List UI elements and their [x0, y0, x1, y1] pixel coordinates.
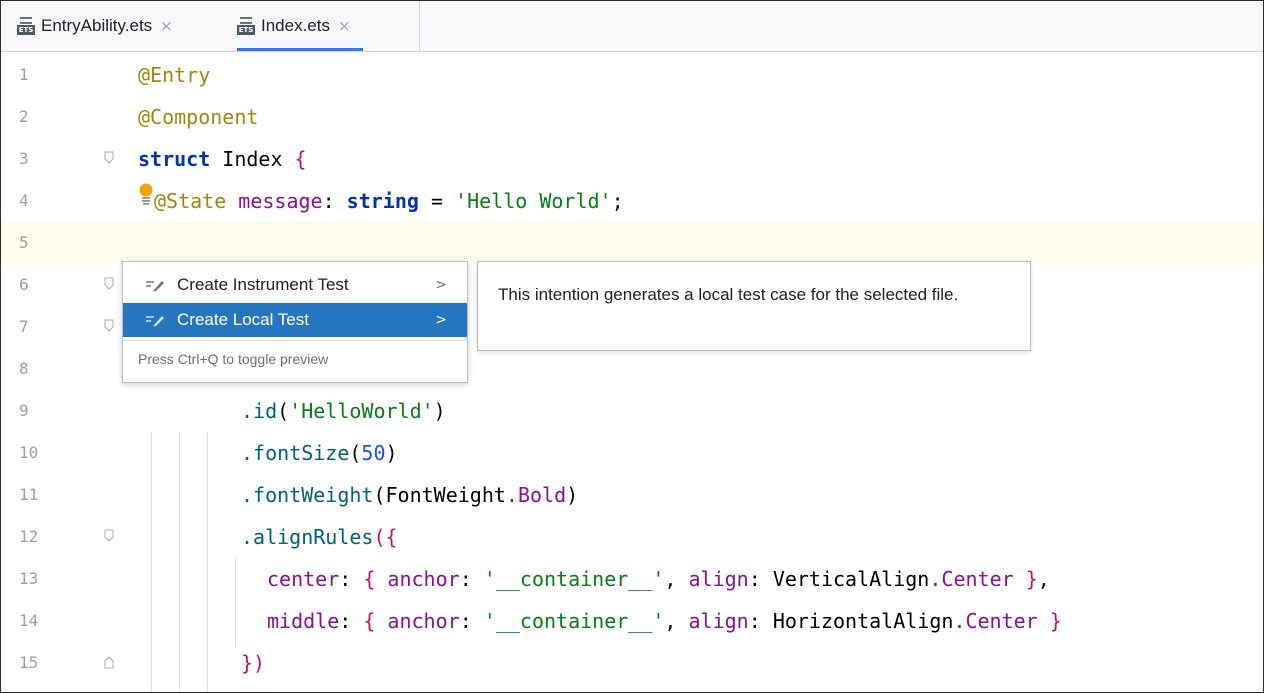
code-line: 13 center: { anchor: '__container__', al… [1, 558, 1263, 600]
close-icon[interactable]: × [338, 17, 351, 35]
line-number: 13 [19, 569, 39, 588]
line-number: 4 [19, 191, 29, 210]
menu-item-label: Create Instrument Test [177, 275, 349, 294]
popup-hint: Press Ctrl+Q to toggle preview [138, 351, 329, 367]
line-number: 14 [19, 611, 39, 630]
close-icon[interactable]: × [160, 17, 173, 35]
tab-label: EntryAbility.ets [41, 16, 153, 35]
line-code: .fontWeight(FontWeight.Bold) [241, 483, 579, 507]
line-code: @Entry [138, 63, 211, 87]
menu-item-create-instrument-test[interactable]: Create Instrument Test > [123, 268, 467, 302]
code-line: 14 middle: { anchor: '__container__', al… [1, 600, 1263, 642]
menu-item-label: Create Local Test [177, 310, 309, 329]
fold-open-icon[interactable] [104, 277, 114, 291]
intention-pencil-icon [145, 278, 167, 292]
fold-open-icon[interactable] [104, 319, 114, 333]
line-code: .alignRules({ [241, 525, 398, 549]
code-line: 10 .fontSize(50) [1, 432, 1263, 474]
indent-guide [235, 557, 236, 647]
line-number: 3 [19, 149, 29, 168]
tab-divider [419, 1, 420, 51]
line-number: 2 [19, 107, 29, 126]
fold-close-icon[interactable] [104, 655, 114, 669]
editor-tab-bar: ETS EntryAbility.ets × ETS Index.ets × [1, 1, 1263, 52]
code-line: 7 [1, 306, 1263, 348]
code-editor[interactable]: 1 @Entry 2 @Component 3 struct Index { 4… [1, 52, 1263, 692]
ets-file-icon: ETS [17, 17, 35, 35]
tab-index[interactable]: ETS Index.ets × [237, 1, 363, 51]
intention-popup: Create Instrument Test > Create Local Te… [122, 261, 468, 383]
line-number: 11 [19, 485, 39, 504]
line-code: struct Index { [138, 147, 307, 171]
tab-label: Index.ets [261, 16, 330, 35]
line-number: 10 [19, 443, 39, 462]
code-line: 11 .fontWeight(FontWeight.Bold) [1, 474, 1263, 516]
line-number: 15 [19, 653, 39, 672]
line-number: 8 [19, 359, 29, 378]
indent-guide [207, 432, 208, 692]
popup-divider [123, 340, 467, 341]
indent-guide [151, 432, 152, 692]
line-code: @Component [138, 105, 259, 129]
line-number: 9 [19, 401, 29, 420]
tab-entryability[interactable]: ETS EntryAbility.ets × [17, 1, 173, 51]
line-number: 1 [19, 65, 29, 84]
preview-text: This intention generates a local test ca… [498, 285, 959, 304]
code-line: 15 }) [1, 642, 1263, 684]
fold-open-icon[interactable] [104, 151, 114, 165]
menu-item-create-local-test[interactable]: Create Local Test > [123, 303, 467, 337]
line-number: 6 [19, 275, 29, 294]
code-line: 6 [1, 264, 1263, 306]
intention-bulb-icon[interactable] [138, 183, 154, 205]
code-line: 2 @Component [1, 96, 1263, 138]
code-line: 9 .id('HelloWorld') [1, 390, 1263, 432]
fold-open-icon[interactable] [104, 529, 114, 543]
line-code: .fontSize(50) [241, 441, 398, 465]
line-code: middle: { anchor: '__container__', align… [267, 609, 1062, 633]
line-code: .id('HelloWorld') [241, 399, 446, 423]
ets-file-icon: ETS [237, 17, 255, 35]
indent-guide [179, 432, 180, 692]
chevron-right-icon: > [435, 312, 447, 328]
line-code: center: { anchor: '__container__', align… [267, 567, 1050, 591]
code-line: 3 struct Index { [1, 138, 1263, 180]
code-line-current: 5 [1, 222, 1263, 264]
code-line: 8 [1, 348, 1263, 390]
code-line: 1 @Entry [1, 54, 1263, 96]
chevron-right-icon: > [435, 277, 447, 293]
line-code: }) [241, 651, 266, 675]
line-number: 5 [19, 233, 29, 252]
code-line: 4 @State message: string = 'Hello World'… [1, 180, 1263, 222]
line-code: @State message: string = 'Hello World'; [154, 189, 624, 213]
code-line: 12 .alignRules({ [1, 516, 1263, 558]
intention-pencil-icon [145, 313, 167, 327]
line-number: 12 [19, 527, 39, 546]
intention-preview: This intention generates a local test ca… [477, 261, 1031, 351]
line-number: 7 [19, 317, 29, 336]
